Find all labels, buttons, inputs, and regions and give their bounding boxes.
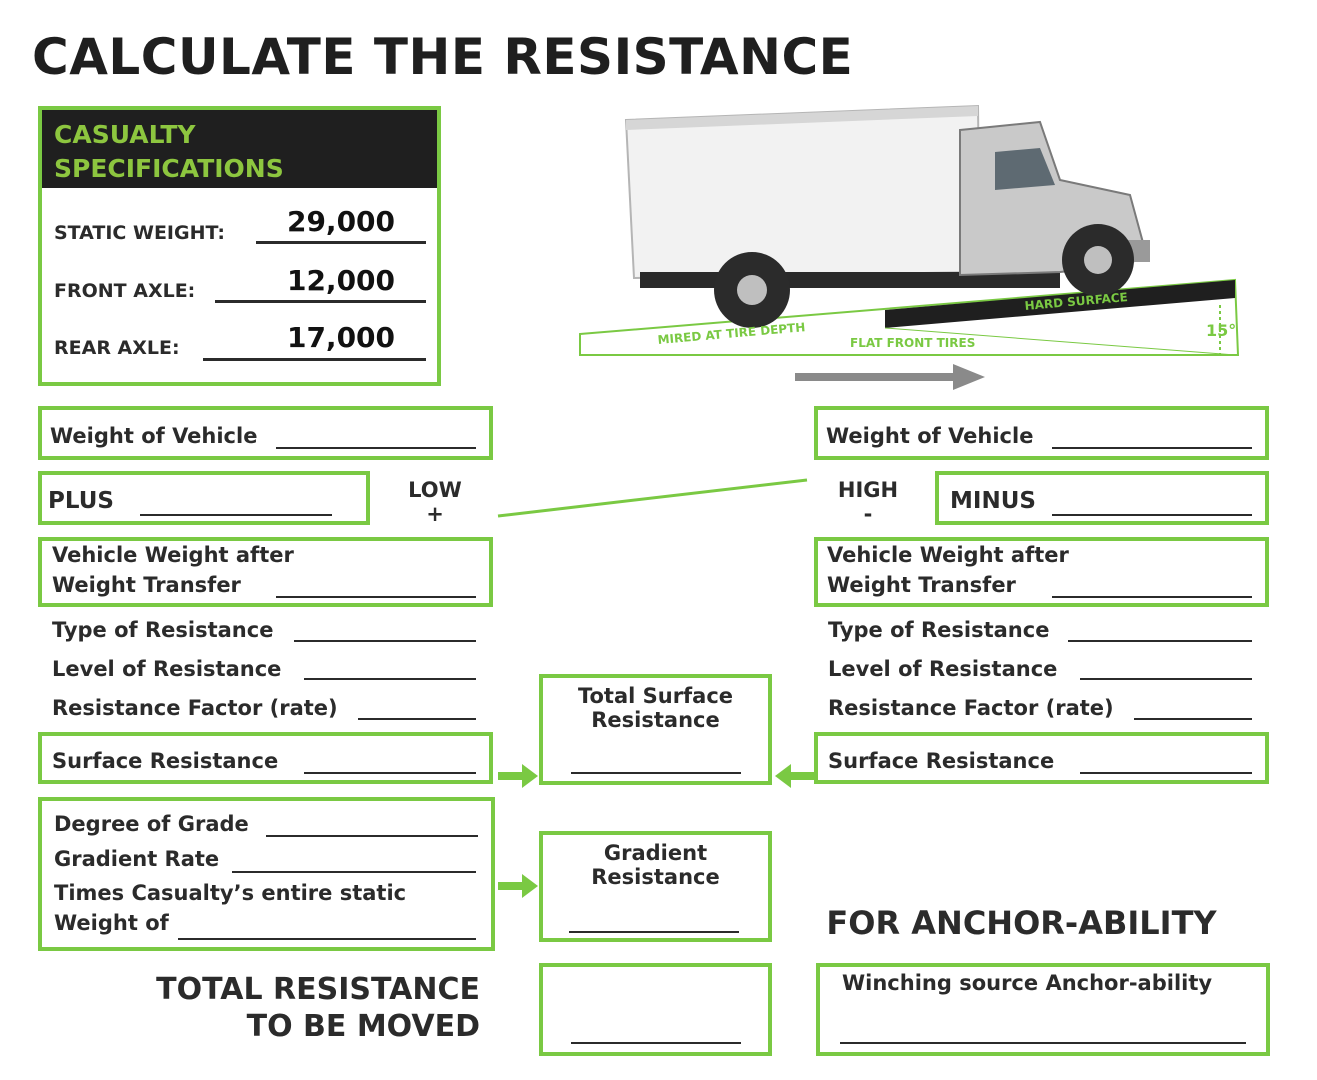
right-surface-box bbox=[814, 732, 1269, 784]
ground-divider bbox=[884, 327, 1236, 356]
truck-diagram: MIRED AT TIRE DEPTH HARD SURFACE FLAT FR… bbox=[579, 104, 1240, 390]
right-weight-line[interactable] bbox=[1052, 427, 1252, 449]
right-vw-box bbox=[814, 537, 1269, 607]
truck-window bbox=[995, 148, 1055, 190]
total-resistance-line2: TO BE MOVED bbox=[246, 1009, 480, 1044]
total-resistance-line1: TOTAL RESISTANCE bbox=[156, 972, 480, 1007]
static-weight-label: STATIC WEIGHT: bbox=[54, 222, 226, 244]
total-surface-line1: Total Surface bbox=[577, 684, 734, 708]
rear-axle-value[interactable]: 17,000 bbox=[286, 321, 396, 354]
grade-box bbox=[38, 797, 495, 951]
left-weight-line[interactable] bbox=[276, 427, 476, 449]
left-type-label: Type of Resistance bbox=[52, 618, 274, 642]
high-sign: - bbox=[863, 502, 873, 526]
total-resistance-input[interactable] bbox=[571, 1022, 741, 1044]
left-vw-box bbox=[38, 537, 493, 607]
weight-of-line[interactable] bbox=[178, 918, 476, 940]
static-weight-value[interactable]: 29,000 bbox=[286, 205, 396, 238]
right-level-label: Level of Resistance bbox=[828, 657, 1058, 681]
left-surface-line[interactable] bbox=[304, 752, 476, 774]
low-sign: + bbox=[426, 502, 444, 526]
winching-label: Winching source Anchor-ability bbox=[842, 971, 1213, 995]
casualty-specifications-panel: CASUALTY SPECIFICATIONS STATIC WEIGHT: 2… bbox=[38, 106, 441, 386]
left-surface-label: Surface Resistance bbox=[52, 749, 279, 773]
right-minus-box bbox=[935, 471, 1269, 525]
left-vw-line2: Weight Transfer bbox=[52, 573, 241, 597]
flat-tires-label: FLAT FRONT TIRES bbox=[850, 336, 975, 350]
gradient-line1: Gradient bbox=[603, 841, 708, 865]
gradient-rate-line[interactable] bbox=[232, 851, 476, 873]
page-title: CALCULATE THE RESISTANCE bbox=[32, 28, 854, 86]
weight-of-label: Weight of bbox=[54, 911, 169, 935]
plus-line[interactable] bbox=[140, 494, 332, 516]
gradient-box bbox=[539, 831, 772, 942]
minus-line[interactable] bbox=[1052, 494, 1252, 516]
left-type-line[interactable] bbox=[294, 620, 476, 642]
winching-line[interactable] bbox=[840, 1022, 1246, 1044]
truck-box-shade bbox=[626, 106, 978, 130]
low-label: LOW bbox=[408, 478, 462, 502]
truck-box bbox=[624, 104, 982, 280]
angle-label: 15° bbox=[1206, 321, 1236, 340]
specifications-header: CASUALTY SPECIFICATIONS bbox=[42, 110, 437, 188]
left-vw-line1: Vehicle Weight after bbox=[52, 543, 294, 567]
left-plus-box bbox=[38, 471, 370, 525]
left-factor-line[interactable] bbox=[358, 698, 476, 720]
left-weight-label: Weight of Vehicle bbox=[50, 424, 258, 448]
left-factor-label: Resistance Factor (rate) bbox=[52, 696, 338, 720]
hard-surface-strip bbox=[885, 280, 1235, 328]
times-static-label: Times Casualty’s entire static bbox=[54, 881, 407, 905]
gradient-line2: Resistance bbox=[591, 865, 720, 889]
anchor-ability-title: FOR ANCHOR-ABILITY bbox=[826, 904, 1217, 942]
right-weight-label: Weight of Vehicle bbox=[826, 424, 1034, 448]
right-surface-label: Surface Resistance bbox=[828, 749, 1055, 773]
winching-box bbox=[816, 963, 1270, 1056]
left-level-line[interactable] bbox=[304, 658, 476, 680]
right-vw-line2: Weight Transfer bbox=[827, 573, 1016, 597]
right-weight-box bbox=[814, 406, 1269, 460]
rear-hub bbox=[737, 275, 767, 305]
arrow-right-icon bbox=[498, 764, 538, 788]
front-axle-label: FRONT AXLE: bbox=[54, 280, 196, 302]
front-hub bbox=[1084, 246, 1112, 274]
front-axle-line bbox=[215, 266, 426, 303]
gradient-input[interactable] bbox=[569, 911, 739, 933]
arrow-right-icon-2 bbox=[498, 874, 538, 898]
total-resistance-box bbox=[539, 963, 772, 1056]
degree-label: Degree of Grade bbox=[54, 812, 249, 836]
degree-line[interactable] bbox=[266, 815, 478, 837]
right-surface-line[interactable] bbox=[1080, 752, 1252, 774]
left-level-label: Level of Resistance bbox=[52, 657, 282, 681]
right-type-label: Type of Resistance bbox=[828, 618, 1050, 642]
right-factor-line[interactable] bbox=[1134, 698, 1252, 720]
arrow-left-icon bbox=[775, 764, 815, 788]
gradient-rate-label: Gradient Rate bbox=[54, 847, 220, 871]
connector-line bbox=[497, 478, 808, 518]
right-vw-line1: Vehicle Weight after bbox=[827, 543, 1069, 567]
right-type-line[interactable] bbox=[1068, 620, 1252, 642]
direction-arrow-head bbox=[953, 364, 985, 390]
total-surface-box bbox=[539, 674, 772, 785]
plus-label: PLUS bbox=[48, 488, 114, 514]
left-vw-input[interactable] bbox=[276, 578, 476, 598]
right-level-line[interactable] bbox=[1080, 658, 1252, 680]
right-factor-label: Resistance Factor (rate) bbox=[828, 696, 1114, 720]
high-label: HIGH bbox=[837, 478, 899, 502]
static-weight-line bbox=[256, 207, 426, 244]
total-surface-line2: Resistance bbox=[591, 708, 720, 732]
rear-axle-label: REAR AXLE: bbox=[54, 337, 180, 359]
front-axle-value[interactable]: 12,000 bbox=[286, 264, 396, 297]
left-weight-box bbox=[38, 406, 493, 460]
right-vw-input[interactable] bbox=[1052, 578, 1252, 598]
left-surface-box bbox=[38, 732, 493, 784]
rear-axle-line bbox=[203, 324, 426, 361]
minus-label: MINUS bbox=[950, 488, 1036, 514]
total-surface-input[interactable] bbox=[571, 752, 741, 774]
